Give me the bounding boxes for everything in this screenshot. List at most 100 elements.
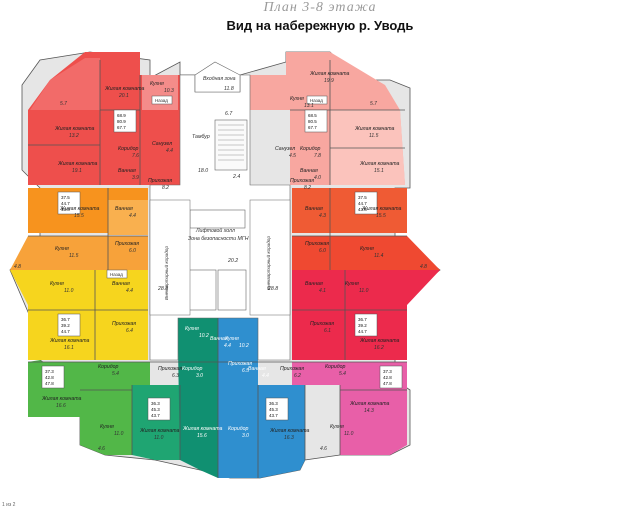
room-label: Жилая комната (57, 161, 98, 167)
page-number: 1 из 2 (2, 502, 16, 508)
room-area: 7.6 (132, 153, 139, 159)
unit-stat-5: 36.7 39.2 44.7 (57, 313, 81, 337)
svg-text:43.7: 43.7 (151, 413, 160, 418)
room-area: 11.0 (114, 431, 124, 437)
unit-stat-9: 36.3 45.3 43.7 (147, 397, 171, 421)
svg-text:67.7: 67.7 (117, 125, 126, 130)
svg-text:80.5: 80.5 (308, 119, 317, 124)
room-area: 6.2 (294, 373, 301, 379)
room-area: 10.3 (164, 88, 174, 94)
room-area: 11.0 (154, 435, 164, 441)
room-label: Жилая комната (182, 426, 223, 432)
room-area: 5.4 (339, 371, 346, 377)
corner-area: 4.6 (98, 446, 105, 452)
corner-area: 5.7 (60, 101, 67, 107)
room-label: Коридор (182, 366, 202, 372)
room-label: Коридор (118, 146, 138, 152)
room-area: 4.4 (224, 343, 231, 349)
room-label: Жилая комната (349, 401, 390, 407)
room-label: Кухня (100, 424, 114, 430)
core-area-5: 20.2 (227, 258, 238, 264)
apartment-orange-red-lower (292, 236, 440, 270)
unit-stat-2: 68.5 80.5 67.7 (304, 109, 328, 133)
elevator-shaft-3 (189, 209, 246, 229)
core-area-7: 28.8 (267, 286, 278, 292)
tag-2: Назад (310, 98, 323, 103)
room-area: 6.3 (172, 373, 179, 379)
unit-stat-6: 36.7 39.2 44.7 (354, 313, 378, 337)
svg-text:39.2: 39.2 (61, 323, 70, 328)
room-label: Прихожая (280, 366, 304, 372)
room-area: 16.3 (284, 435, 294, 441)
apartment-dark-teal (178, 318, 218, 478)
corner-area: 4.6 (320, 446, 327, 452)
svg-text:43.8: 43.8 (358, 207, 367, 212)
svg-text:37.3: 37.3 (45, 369, 54, 374)
room-label: Прихожая (305, 241, 329, 247)
room-label: Жилая комната (104, 86, 145, 92)
unit-stat-8: 37.3 42.8 47.8 (379, 365, 403, 389)
room-label: Ванная (305, 281, 323, 287)
room-label: Жилая комната (139, 428, 180, 434)
svg-text:80.9: 80.9 (117, 119, 126, 124)
room-area: 13.1 (304, 103, 314, 109)
room-label: Прихожая (310, 321, 334, 327)
elevator-shaft-2 (217, 269, 247, 311)
core-area-2: 6.7 (225, 111, 233, 117)
svg-text:44.7: 44.7 (358, 329, 367, 334)
room-label: Жилая комната (41, 396, 82, 402)
room-area: 6.0 (129, 248, 136, 254)
tag-3: Назад (110, 272, 123, 277)
room-area: 15.5 (74, 213, 84, 219)
room-label: Прихожая (228, 361, 252, 367)
room-area: 10.2 (239, 343, 249, 349)
corridor-right-label: Внеквартирный коридор (265, 236, 271, 290)
room-label: Санузел (152, 141, 172, 147)
room-label: Ванная (300, 168, 318, 174)
room-area: 3.0 (242, 433, 249, 439)
apartment-teal (132, 385, 180, 460)
room-label: Кухня (345, 281, 359, 287)
room-label: Кухня (360, 246, 374, 252)
svg-text:47.8: 47.8 (383, 381, 392, 386)
room-label: Ванная (305, 206, 323, 212)
room-area: 13.2 (69, 133, 79, 139)
room-area: 10.2 (199, 333, 209, 339)
room-label: Кухня (225, 336, 239, 342)
apartment-red-upper (30, 58, 100, 110)
svg-text:36.3: 36.3 (269, 401, 278, 406)
room-area: 4.4 (166, 148, 173, 154)
room-area: 19.9 (324, 78, 334, 84)
room-area: 11.0 (359, 288, 369, 294)
room-label: Прихожая (112, 321, 136, 327)
room-area: 4.4 (129, 213, 136, 219)
room-area: 20.1 (118, 93, 129, 99)
room-area: 11.0 (344, 431, 354, 437)
svg-text:37.5: 37.5 (61, 195, 70, 200)
corridor-left-label: Внеквартирный коридор (163, 246, 169, 300)
unit-stat-4: 37.5 44.7 43.8 (354, 191, 378, 215)
room-area: 4.0 (314, 175, 321, 181)
room-area: 3.0 (196, 373, 203, 379)
room-area: 7.8 (314, 153, 321, 159)
room-label: Ванная (248, 366, 266, 372)
svg-text:43.7: 43.7 (269, 413, 278, 418)
corner-area: 4.8 (14, 264, 21, 270)
lobby-strip-left (149, 199, 191, 316)
apartment-green (28, 360, 150, 455)
room-label: Ванная (210, 336, 228, 342)
room-area: 14.3 (364, 408, 374, 414)
apartment-pink (292, 362, 407, 455)
svg-text:36.3: 36.3 (151, 401, 160, 406)
room-label: Санузел (275, 146, 295, 152)
svg-text:36.7: 36.7 (61, 317, 70, 322)
vestibule-label: Входная зона (203, 76, 236, 82)
room-label: Ванная (118, 168, 136, 174)
svg-text:44.7: 44.7 (61, 201, 70, 206)
tag-box-3 (106, 269, 128, 279)
room-area: 8.2 (304, 185, 311, 191)
svg-text:43.8: 43.8 (61, 207, 70, 212)
corner-area: 5.7 (370, 101, 377, 107)
view-title: Вид на набережную р. Уводь (226, 18, 414, 33)
